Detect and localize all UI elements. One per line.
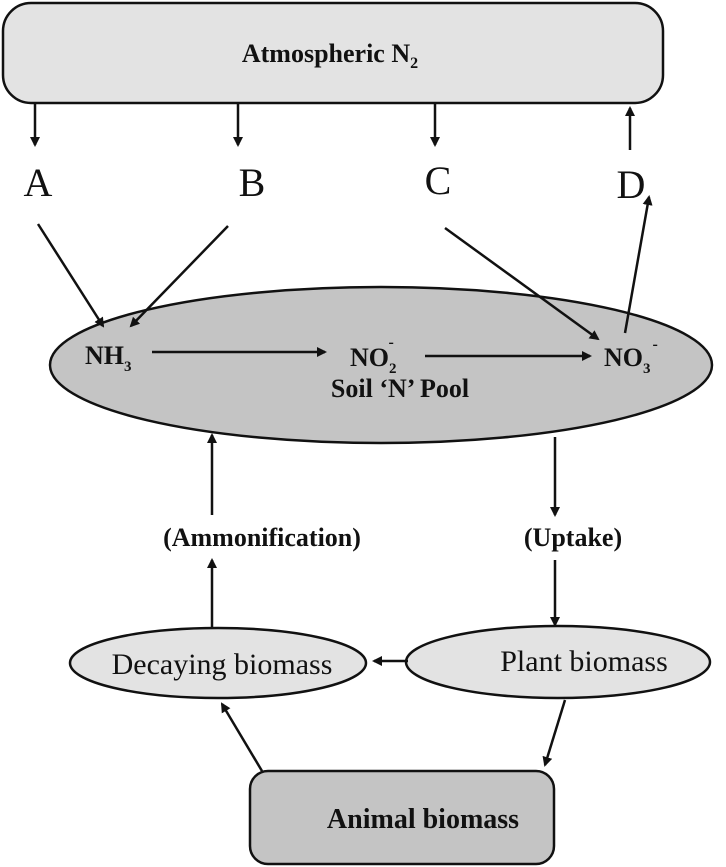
uptake-label: (Uptake)	[524, 523, 622, 552]
arrow-animal-to-decaying	[220, 702, 264, 772]
no3-label: NO3-	[604, 336, 658, 377]
process-label-a: A	[24, 160, 53, 205]
arrow-a-to-nh3	[36, 223, 105, 328]
arrow-c-to-no3	[444, 226, 600, 341]
process-label-d: D	[617, 162, 646, 207]
animal-biomass-label: Animal biomass	[327, 804, 519, 835]
process-label-c: C	[425, 158, 452, 203]
decaying-biomass-label: Decaying biomass	[112, 648, 333, 681]
arrow-b-to-nh3	[129, 225, 229, 328]
soil-n-pool-label: Soil ‘N’ Pool	[331, 374, 469, 403]
decaying-biomass-ellipse	[68, 626, 368, 700]
no2-label: NO2-	[350, 334, 397, 377]
ammonification-label: (Ammonification)	[163, 523, 361, 552]
plant-biomass-label: Plant biomass	[500, 645, 668, 678]
animal-biomass-box	[248, 769, 556, 866]
arrow-no3-to-d	[623, 195, 653, 334]
nh3-label: NH3	[85, 341, 132, 375]
atmospheric-n2-label: Atmospheric N2	[242, 39, 418, 72]
soil-n-pool-ellipse	[48, 285, 714, 445]
arrow-plant-to-animal	[542, 699, 567, 767]
atmospheric-n2-box	[1, 1, 665, 105]
process-label-b: B	[239, 160, 266, 205]
